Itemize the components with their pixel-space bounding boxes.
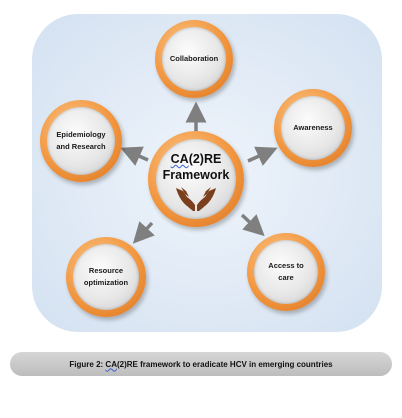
center-title-prefix: CA <box>170 152 189 166</box>
node-label: Access to care <box>268 261 304 282</box>
node-resource-optimization: Resource optimization <box>66 237 146 317</box>
node-label: Epidemiology and Research <box>56 130 106 151</box>
center-title-suffix: (2)RE <box>188 152 222 166</box>
arrow-to-epidemiology <box>120 146 149 166</box>
caption-rest: (2)RE framework to eradicate HCV in emer… <box>116 359 333 369</box>
caption-prefix: Figure 2: <box>69 359 106 369</box>
node-access-to-care: Access to care <box>247 233 325 311</box>
node-collaboration: Collaboration <box>155 20 233 98</box>
center-node: CA(2)RE Framework <box>148 131 244 227</box>
caption-underlined: CA <box>105 359 117 369</box>
node-label: Resource optimization <box>83 266 129 287</box>
arrow-to-resource <box>132 221 155 244</box>
figure-caption: Figure 2: CA(2)RE framework to eradicate… <box>10 352 392 376</box>
center-title: CA(2)RE Framework <box>163 151 230 183</box>
arrow-to-awareness <box>247 146 278 166</box>
arrow-to-access <box>240 213 265 237</box>
node-label: Awareness <box>293 123 333 132</box>
node-label: Collaboration <box>169 54 219 63</box>
hands-icon <box>176 187 216 211</box>
center-title-line2: Framework <box>162 168 230 182</box>
node-awareness: Awareness <box>274 89 352 167</box>
node-epidemiology-research: Epidemiology and Research <box>40 100 122 182</box>
